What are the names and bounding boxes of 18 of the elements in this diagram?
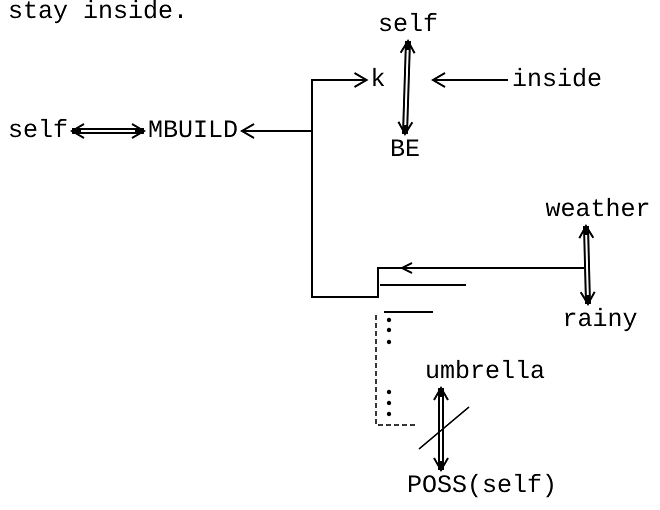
arrow bbox=[397, 40, 416, 135]
arrow bbox=[241, 123, 312, 139]
concept-label: weather bbox=[545, 196, 651, 224]
note-text: stay inside. bbox=[8, 0, 188, 26]
concept-label: self bbox=[8, 117, 68, 145]
concept-label: POSS(self) bbox=[406, 472, 558, 500]
arrow bbox=[311, 72, 368, 131]
arrow bbox=[578, 225, 596, 305]
concept-label: inside bbox=[512, 66, 602, 94]
arrow bbox=[432, 72, 508, 88]
arrow bbox=[433, 387, 449, 471]
concept-label: rainy bbox=[562, 306, 638, 334]
concept-label: BE bbox=[390, 136, 420, 164]
concept-label: k bbox=[370, 66, 386, 94]
concept-label: MBUILD bbox=[148, 117, 238, 145]
concept-label: umbrella bbox=[424, 358, 546, 386]
arrow bbox=[71, 123, 145, 139]
concept-label: self bbox=[378, 11, 438, 39]
